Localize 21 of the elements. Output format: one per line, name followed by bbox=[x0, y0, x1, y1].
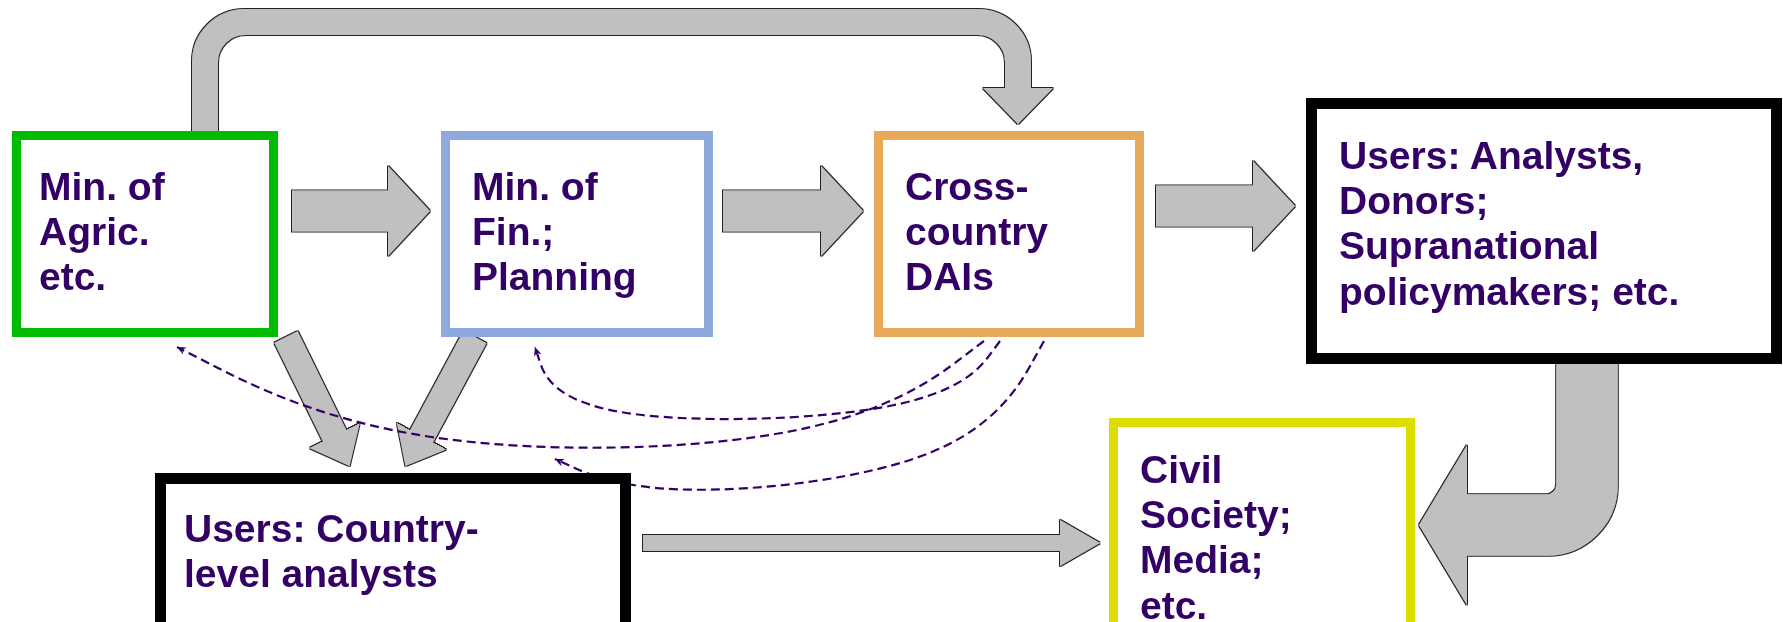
process-box bbox=[155, 473, 631, 622]
process-box bbox=[874, 131, 1144, 337]
dashed-arrow bbox=[554, 340, 1045, 491]
process-box bbox=[1306, 98, 1782, 364]
block-arrow bbox=[292, 166, 430, 256]
process-box bbox=[12, 131, 278, 337]
box-text: Users: Analysts, Donors; Supranational policymakers; etc. bbox=[1339, 133, 1681, 314]
box-text: Cross-country DAIs bbox=[905, 164, 1049, 300]
box-text: Users: Country-level analysts bbox=[184, 506, 480, 597]
dashed-arrow bbox=[533, 340, 1001, 421]
box-text: Min. of Agric. etc. bbox=[39, 164, 166, 300]
process-box bbox=[441, 131, 713, 337]
dashed-arrow bbox=[176, 340, 985, 449]
block-arrow bbox=[274, 331, 360, 467]
box-text: Min. of Fin.; Planning bbox=[472, 164, 638, 300]
box-text: Civil Society; Media; etc. bbox=[1140, 447, 1293, 622]
block-arrow bbox=[723, 166, 863, 256]
block-arrow bbox=[1156, 161, 1295, 251]
block-arrow bbox=[643, 520, 1100, 566]
block-arrow bbox=[1419, 364, 1618, 605]
process-box bbox=[1109, 418, 1415, 622]
